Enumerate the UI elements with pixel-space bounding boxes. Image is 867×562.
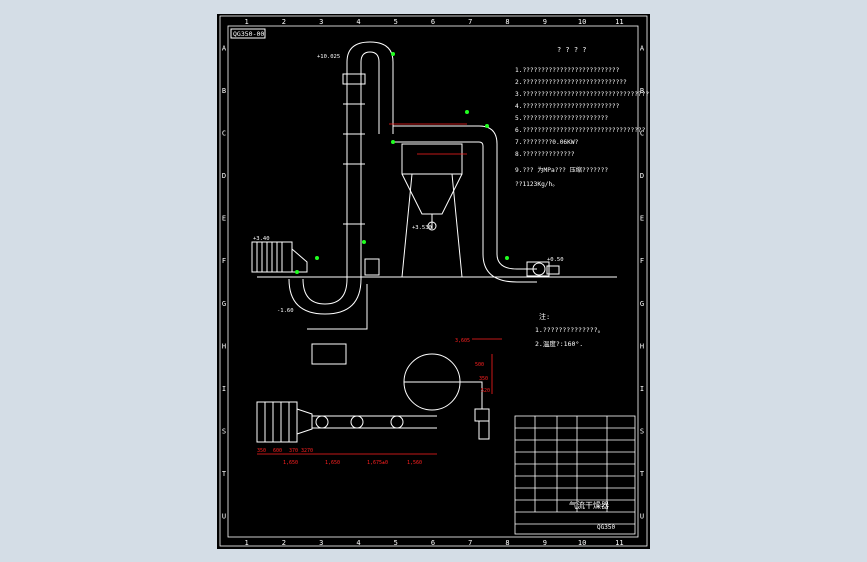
- level-label: +3.40: [253, 236, 270, 242]
- sub-note: 2.温度?:160°.: [535, 339, 583, 348]
- zone-row-right: E: [640, 215, 644, 223]
- dimension-label: 1,650: [325, 460, 340, 466]
- zone-row-right: F: [640, 257, 644, 265]
- sub-note: 1.??????????????。: [535, 326, 604, 334]
- technical-note: 2.????????????????????????????: [515, 79, 627, 86]
- zone-row-left: D: [222, 172, 226, 180]
- zone-col-top: 11: [615, 18, 623, 26]
- zone-col-bottom: 7: [468, 539, 472, 547]
- technical-note: 9.??? 为MPa??? 压缩???????: [515, 166, 608, 174]
- zone-row-right: C: [640, 129, 644, 137]
- zone-row-right: I: [640, 385, 644, 393]
- zone-row-left: T: [222, 470, 227, 478]
- zone-row-left: B: [222, 87, 226, 95]
- zone-col-bottom: 5: [394, 539, 398, 547]
- zone-col-top: 3: [319, 18, 323, 26]
- zone-row-right: D: [640, 172, 644, 180]
- dimension-label: 500: [475, 362, 484, 368]
- technical-note: 5.???????????????????????: [515, 115, 608, 122]
- zone-col-top: 5: [394, 18, 398, 26]
- zone-col-top: 8: [505, 18, 509, 26]
- zone-col-bottom: 10: [578, 539, 586, 547]
- level-label: +10.025: [317, 54, 340, 60]
- zone-row-left: E: [222, 215, 226, 223]
- zone-row-left: A: [222, 44, 227, 52]
- dimension-label: 350: [257, 448, 266, 454]
- zone-col-bottom: 1: [245, 539, 249, 547]
- id-tag-box: [230, 28, 266, 39]
- dimension-label: 370: [289, 448, 298, 454]
- notes-title: ? ? ? ?: [557, 46, 587, 54]
- technical-note: 4.??????????????????????????: [515, 103, 620, 110]
- zone-row-left: G: [222, 300, 226, 308]
- zone-row-left: U: [222, 513, 226, 521]
- green-leaders: [295, 52, 509, 274]
- zone-row-left: F: [222, 257, 226, 265]
- level-label: -1.60: [277, 308, 294, 314]
- title-block-name: 气流干燥器: [569, 500, 609, 510]
- zone-col-top: 2: [282, 18, 286, 26]
- zone-row-right: H: [640, 342, 644, 350]
- plan-view: [256, 353, 490, 443]
- level-label: +0.50: [547, 257, 564, 263]
- reference-box: [311, 343, 347, 365]
- dimension-label: 3,605: [455, 338, 470, 344]
- technical-note: ??1123Kg/h。: [515, 181, 558, 188]
- zone-col-top: 6: [431, 18, 435, 26]
- zone-col-bottom: 9: [543, 539, 547, 547]
- dimension-label: 1,560: [407, 460, 422, 466]
- zone-row-right: T: [640, 470, 645, 478]
- frame-border: [219, 15, 648, 547]
- technical-note: 3.???????????????????????????????????: [515, 91, 650, 98]
- dimension-label: 1,650: [283, 460, 298, 466]
- zone-col-bottom: 11: [615, 539, 623, 547]
- zone-row-left: S: [222, 428, 226, 436]
- dimension-label: 1,675±0: [367, 460, 388, 466]
- dimension-label: 600: [273, 448, 282, 454]
- zone-row-right: G: [640, 300, 644, 308]
- dimension-label: 350: [479, 376, 488, 382]
- sub-notes-title: 注:: [539, 312, 550, 321]
- drawing-id-tag: QG350-00: [233, 30, 264, 38]
- title-block: [514, 415, 636, 535]
- zone-row-left: H: [222, 342, 226, 350]
- technical-note: 7.????????0.06KW?: [515, 139, 579, 146]
- zone-col-bottom: 3: [319, 539, 323, 547]
- zone-col-top: 4: [356, 18, 360, 26]
- dimension-label: 520: [481, 388, 490, 394]
- dimension-label: 3270: [301, 448, 313, 454]
- technical-note: 1.??????????????????????????: [515, 67, 620, 74]
- zone-col-top: 7: [468, 18, 472, 26]
- zone-row-right: A: [640, 44, 645, 52]
- zone-col-top: 1: [245, 18, 249, 26]
- zone-row-left: I: [222, 385, 226, 393]
- title-block-code: QG350: [597, 524, 615, 531]
- zone-row-right: S: [640, 428, 644, 436]
- zone-col-bottom: 4: [356, 539, 360, 547]
- technical-note: 6.?????????????????????????????????: [515, 127, 646, 134]
- zone-col-bottom: 8: [505, 539, 509, 547]
- zone-col-top: 9: [543, 18, 547, 26]
- zone-row-right: B: [640, 87, 644, 95]
- zone-col-bottom: 2: [282, 539, 286, 547]
- zone-row-right: U: [640, 513, 644, 521]
- zone-col-bottom: 6: [431, 539, 435, 547]
- red-dimension-lines: [257, 123, 502, 455]
- zone-row-left: C: [222, 129, 226, 137]
- zone-col-top: 10: [578, 18, 586, 26]
- level-label: +3.530: [412, 225, 432, 231]
- technical-note: 8.??????????????: [515, 151, 575, 158]
